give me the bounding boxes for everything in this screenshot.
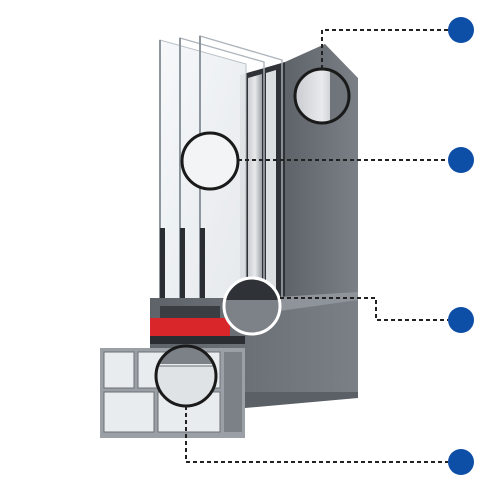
sash-bead-strip-2 bbox=[266, 70, 276, 300]
callout-line-1 bbox=[321, 29, 448, 69]
callout-marker-2[interactable] bbox=[448, 147, 474, 173]
magnifier-3-ring bbox=[222, 276, 282, 336]
magnifier-2 bbox=[180, 131, 240, 191]
glazing-bead bbox=[160, 306, 220, 318]
sash-bead-strip bbox=[248, 74, 262, 300]
magnifier-2-fill bbox=[182, 133, 238, 189]
callout-line-4 bbox=[185, 406, 448, 463]
profile-insert bbox=[224, 352, 242, 432]
callout-marker-1[interactable] bbox=[448, 17, 474, 43]
profile-chamber-1 bbox=[103, 351, 135, 389]
thermal-gasket bbox=[150, 318, 230, 336]
profile-chamber-4 bbox=[103, 391, 155, 433]
magnifier-4 bbox=[154, 344, 218, 408]
frame-vertical-inner bbox=[240, 62, 285, 300]
seal-strip bbox=[150, 336, 245, 344]
callout-marker-3[interactable] bbox=[448, 307, 474, 333]
spacer-bar-1 bbox=[160, 228, 165, 298]
callout-line-3 bbox=[280, 297, 448, 321]
callout-lines bbox=[185, 29, 448, 463]
profile-bottom-edge bbox=[245, 392, 358, 408]
spacer-bar-2 bbox=[180, 228, 185, 298]
callout-marker-4[interactable] bbox=[448, 449, 474, 475]
magnifier-1 bbox=[293, 67, 351, 125]
magnifier-3 bbox=[222, 276, 282, 336]
spacer-bar-3 bbox=[200, 228, 205, 298]
